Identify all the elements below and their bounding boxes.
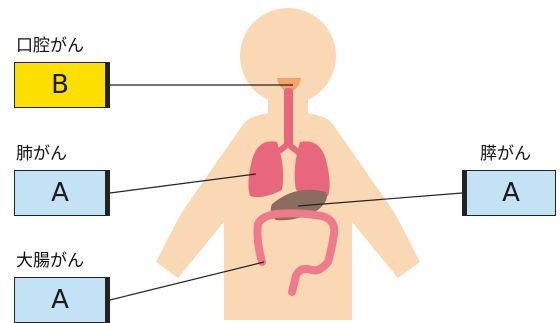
oral-cancer-grade: B [51, 70, 69, 100]
colon-cancer-label: 大腸がん [16, 253, 84, 270]
oral-cancer-grade-box: B [14, 62, 110, 108]
trachea-organ [284, 88, 293, 146]
pancreas-cancer-grade-box: A [462, 170, 556, 216]
pancreas-cancer-grade: A [502, 178, 520, 208]
lung-cancer-label: 肺がん [16, 146, 67, 163]
lung-cancer-grade-box: A [14, 170, 110, 216]
colon-cancer-grade: A [51, 285, 69, 315]
oral-cancer-label: 口腔がん [16, 38, 84, 55]
pancreas-cancer-label: 膵がん [480, 146, 531, 163]
colon-cancer-grade-box: A [14, 277, 110, 323]
lung-cancer-grade: A [51, 178, 69, 208]
body-silhouette [156, 8, 420, 320]
